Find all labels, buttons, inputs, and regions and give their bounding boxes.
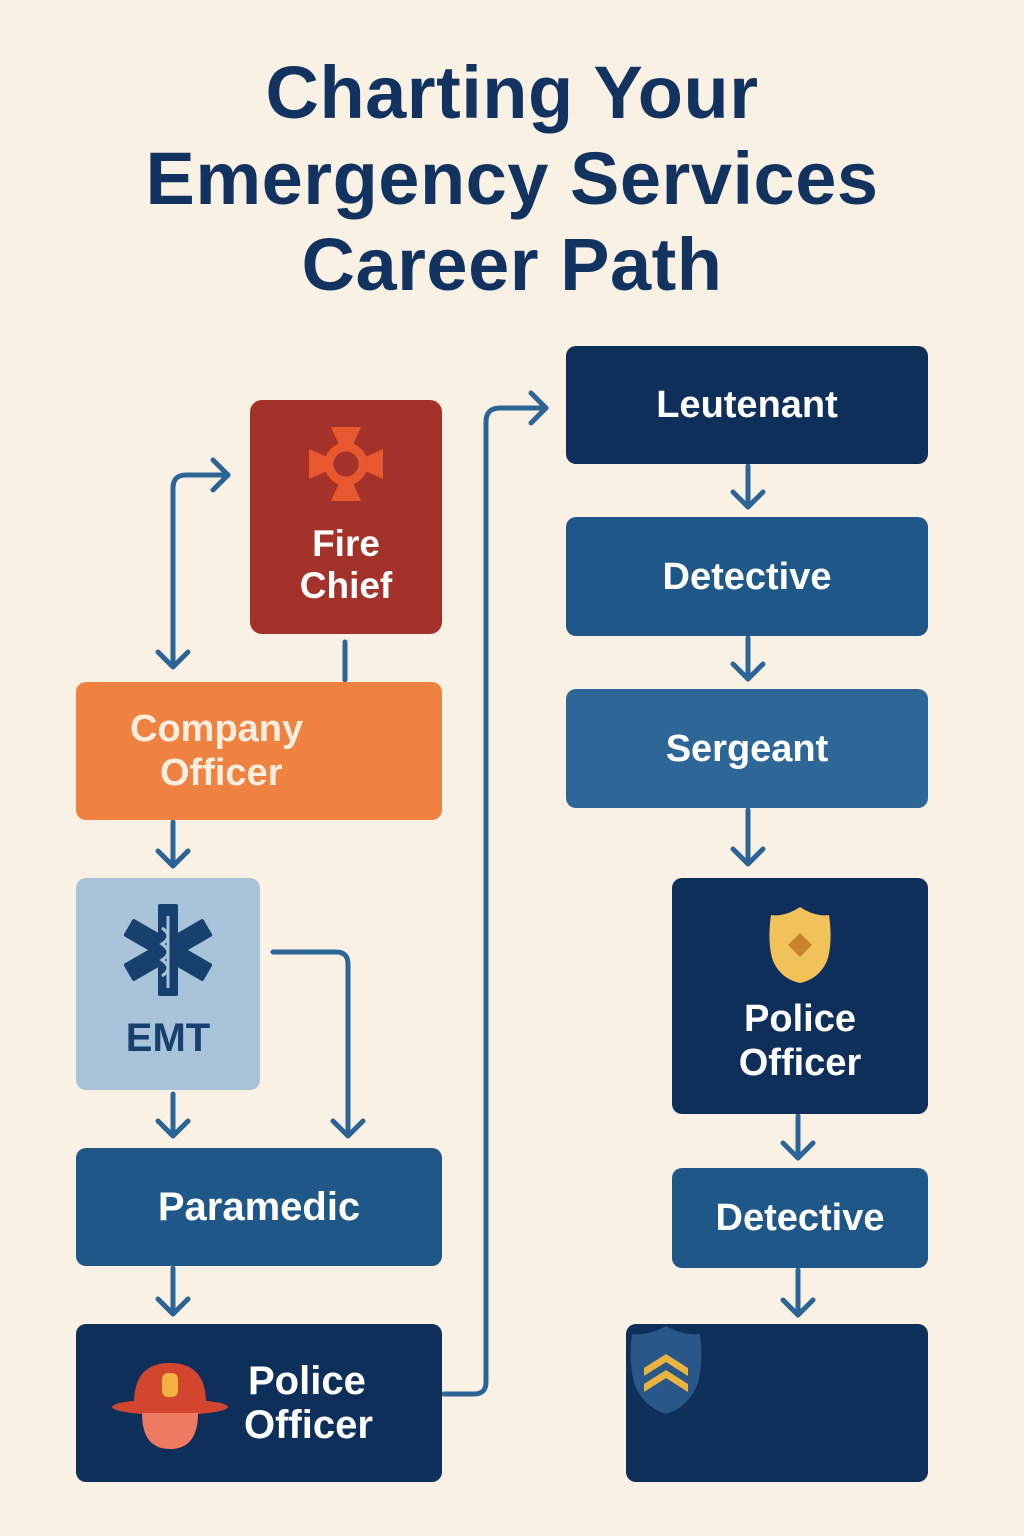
fire-chief-line-2: Chief bbox=[299, 565, 393, 606]
police-badge-icon bbox=[769, 907, 831, 983]
arrowhead bbox=[730, 661, 766, 682]
police-officer-left-line-1: Police bbox=[248, 1359, 366, 1403]
fire-chief-card: Fire Chief bbox=[250, 400, 442, 634]
police-officer-left-line-2: Officer bbox=[244, 1403, 373, 1447]
arrowhead bbox=[730, 846, 766, 867]
star-of-life-icon bbox=[123, 904, 213, 996]
page-title: Charting Your Emergency Services Career … bbox=[0, 50, 1024, 308]
connector-emt-side bbox=[270, 949, 351, 1139]
arrowhead bbox=[155, 848, 191, 869]
arrowhead bbox=[155, 1296, 191, 1317]
detective-bottom-card: Detective bbox=[672, 1168, 928, 1268]
emt-card: EMT bbox=[76, 878, 260, 1090]
fire-helmet-icon bbox=[112, 1363, 228, 1449]
arrowhead bbox=[155, 649, 191, 670]
arrowhead bbox=[730, 489, 766, 510]
connector-company-to-chief bbox=[170, 472, 231, 668]
company-officer-card: Company Officer bbox=[76, 682, 442, 820]
title-line-3: Career Path bbox=[301, 223, 723, 306]
rank-badge-card bbox=[626, 1324, 928, 1482]
arrowhead bbox=[210, 457, 231, 493]
police-officer-right-line-1: Police bbox=[744, 998, 856, 1040]
detective-top-card: Detective bbox=[566, 517, 928, 636]
title-line-1: Charting Your bbox=[265, 51, 759, 134]
arrowhead bbox=[780, 1297, 816, 1318]
company-officer-line-1: Company bbox=[130, 708, 304, 750]
paramedic-card: Paramedic bbox=[76, 1148, 442, 1266]
paramedic-label: Paramedic bbox=[157, 1185, 361, 1229]
maltese-cross-icon bbox=[309, 427, 383, 501]
arrowhead bbox=[528, 390, 549, 426]
arrowhead bbox=[155, 1118, 191, 1139]
lieutenant-label: Leutenant bbox=[656, 384, 838, 426]
sergeant-card: Sergeant bbox=[566, 689, 928, 808]
detective-bottom-label: Detective bbox=[715, 1197, 885, 1239]
detective-top-label: Detective bbox=[662, 555, 832, 598]
title-line-2: Emergency Services bbox=[145, 137, 879, 220]
arrowhead bbox=[330, 1118, 366, 1139]
emt-label: EMT bbox=[125, 1016, 211, 1060]
chevron-rank-badge-icon bbox=[630, 1326, 702, 1414]
connector-police-to-lieutenant bbox=[441, 405, 549, 1397]
police-officer-left-card: Police Officer bbox=[76, 1324, 442, 1482]
police-officer-right-card: Police Officer bbox=[672, 878, 928, 1114]
company-officer-line-2: Officer bbox=[160, 752, 283, 794]
arrowhead bbox=[780, 1140, 816, 1161]
fire-chief-line-1: Fire bbox=[312, 523, 380, 564]
police-officer-right-line-2: Officer bbox=[738, 1042, 862, 1084]
lieutenant-card: Leutenant bbox=[566, 346, 928, 464]
sergeant-label: Sergeant bbox=[665, 727, 829, 770]
